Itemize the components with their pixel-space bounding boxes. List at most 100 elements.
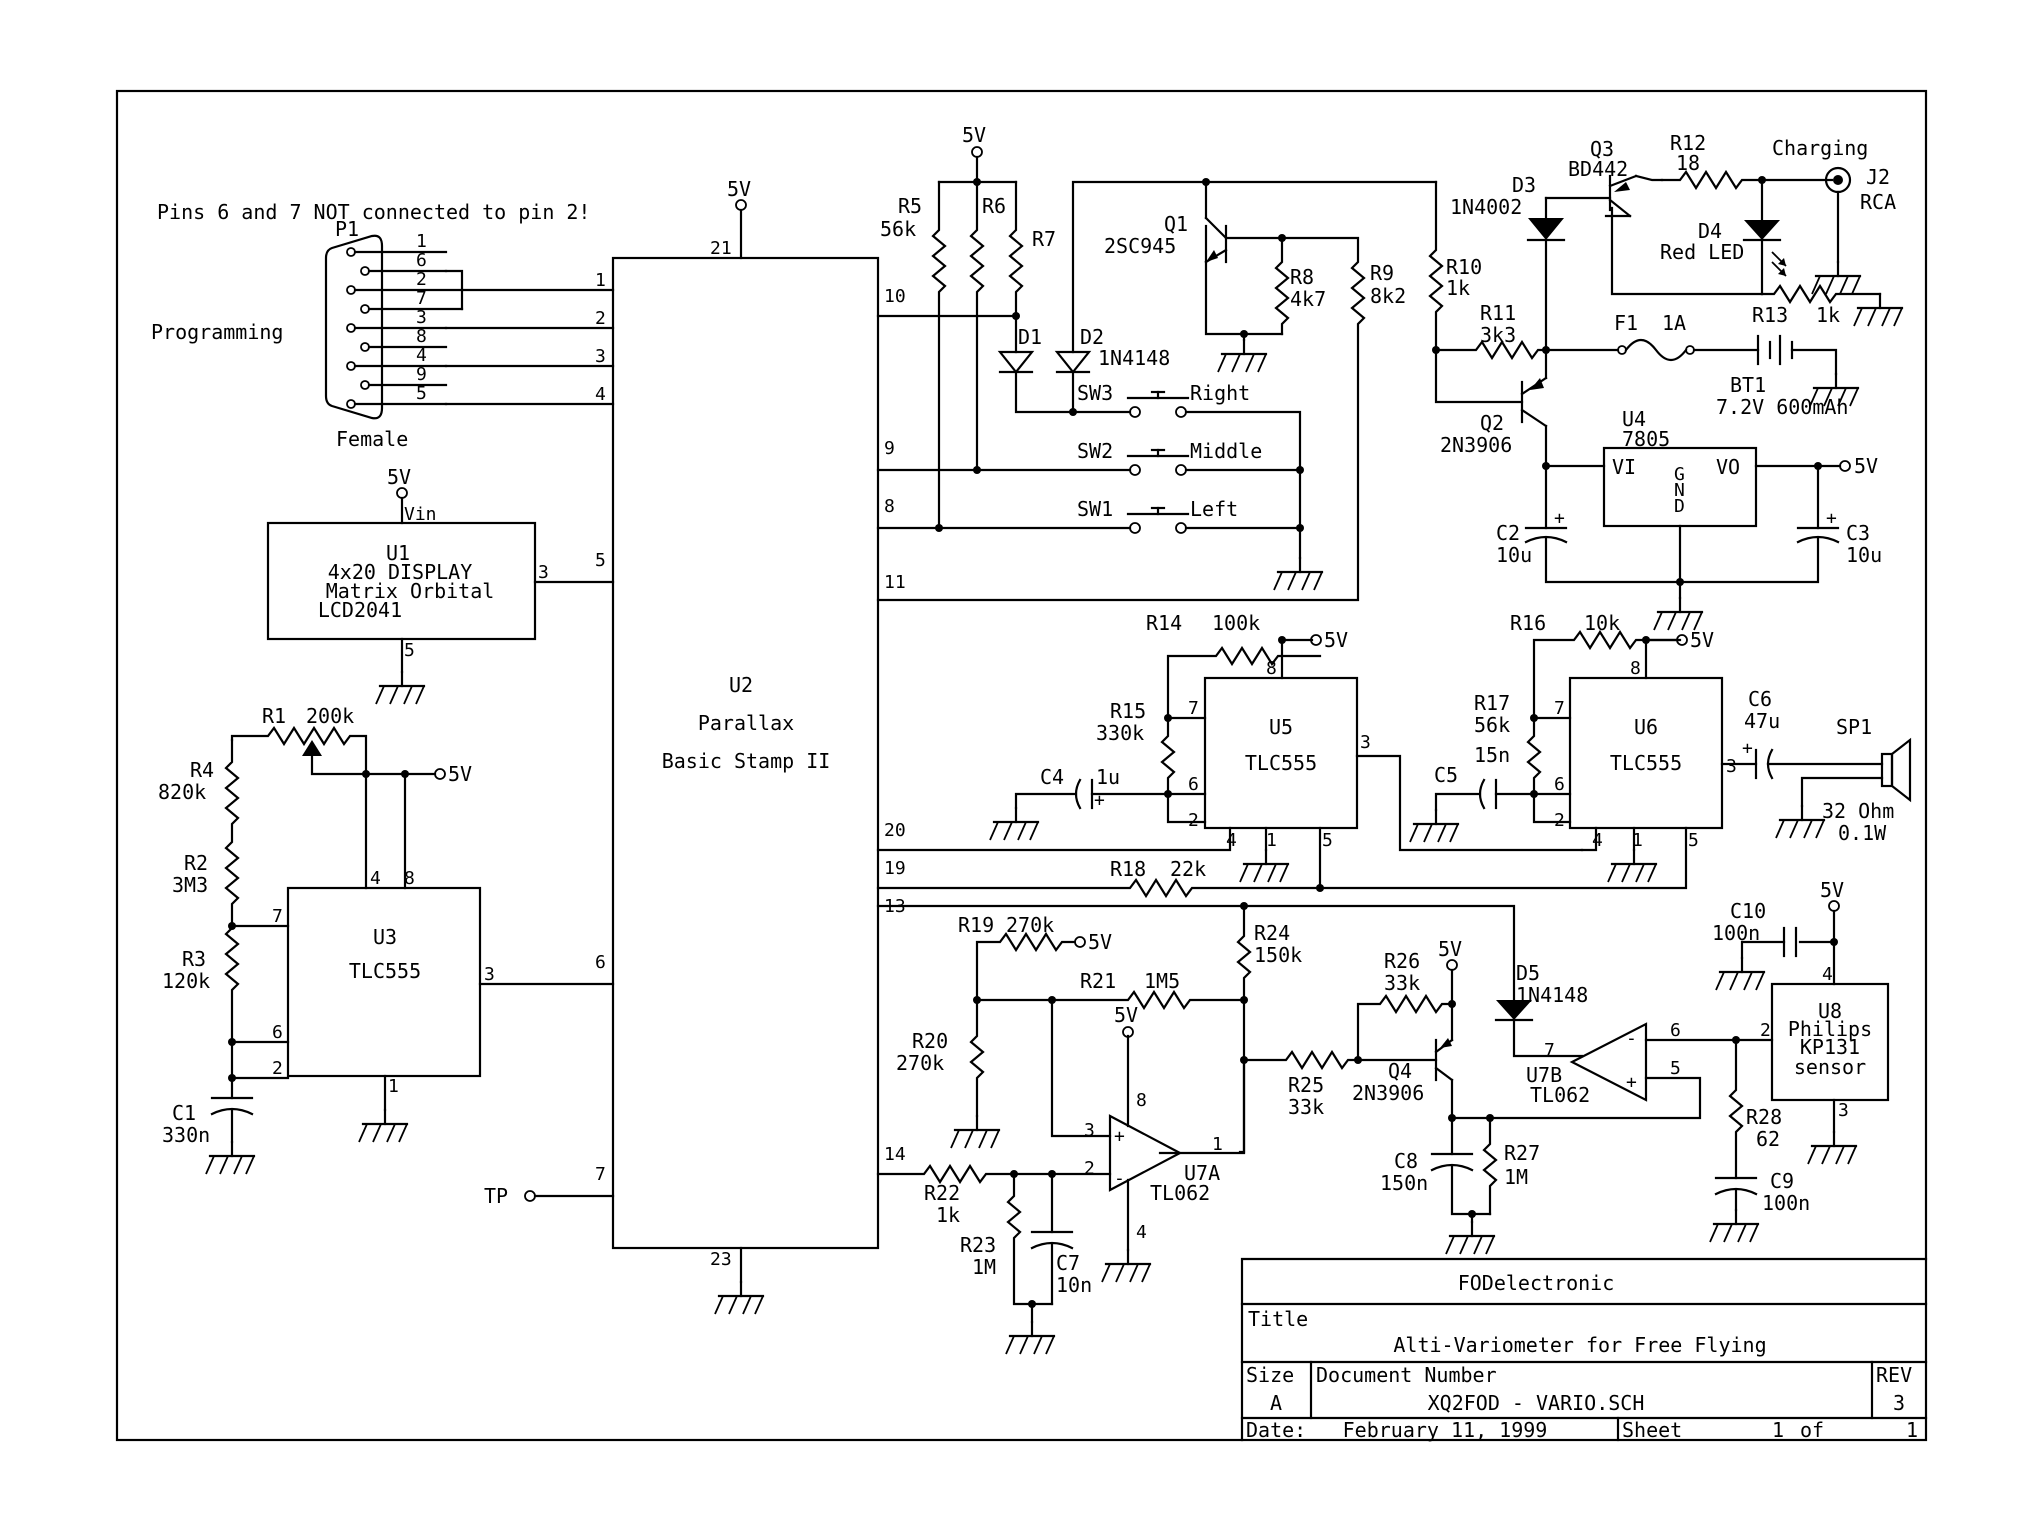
programming-note: Pins 6 and 7 NOT connected to pin 2! [157,200,590,224]
u7b-ref: U7B [1526,1063,1562,1087]
u2-line2: Basic Stamp II [662,749,831,773]
u2-pin-2: 2 [595,308,606,329]
u4-n-label: N [1674,480,1685,501]
c2-plus: + [1554,508,1565,529]
r7-ref: R7 [1032,227,1056,251]
p1-name: Programming [151,320,283,344]
u2-line1: Parallax [698,711,794,735]
u6-pin-8: 8 [1630,658,1641,679]
c2-ref: C2 [1496,521,1520,545]
u5-pin-7: 7 [1188,698,1199,719]
p1-pin-5: 5 [416,383,427,404]
c1-ref: C1 [172,1101,196,1125]
u3-pin-4: 4 [370,868,381,889]
r27-ref: R27 [1504,1141,1540,1165]
c7-ref: C7 [1056,1251,1080,1275]
schematic-title: Alti-Variometer for Free Flying [1393,1333,1766,1357]
q4-ref: Q4 [1388,1059,1412,1083]
u6-timer: U6 TLC555 8 7 6 2 3 4 1 5 [1554,658,1737,851]
r16-ref: R16 [1510,611,1546,635]
r17-val: 56k [1474,713,1510,737]
u4-5v-label: 5V [1854,454,1878,478]
r15-ref: R15 [1110,699,1146,723]
u2-pin-5: 5 [595,550,606,571]
u7b-opamp: - + U7B TL062 6 5 7 [1526,1020,1681,1107]
rail-5v-label: 5V [962,123,986,147]
u3-5v-label: 5V [448,762,472,786]
q4-val: 2N3906 [1352,1081,1424,1105]
u5-pin-4: 4 [1226,830,1237,851]
r25-val: 33k [1288,1095,1324,1119]
c6-ref: C6 [1748,687,1772,711]
sp1-ref: SP1 [1836,715,1872,739]
r6-ref: R6 [982,194,1006,218]
r8-ref: R8 [1290,265,1314,289]
bt1-val: 7.2V 600mAh [1716,395,1848,419]
u8-pin-3: 3 [1838,1100,1849,1121]
r23-val: 1M [972,1255,996,1279]
sw1-ref: SW1 [1077,497,1113,521]
r14-val: 100k [1212,611,1260,635]
r10-ref: R10 [1446,255,1482,279]
u3-name: TLC555 [349,959,421,983]
d3-val: 1N4002 [1450,195,1522,219]
r12-ref: R12 [1670,131,1706,155]
r16-val: 10k [1584,611,1620,635]
p1-pin-6: 6 [416,250,427,271]
r4-val: 820k [158,780,206,804]
u4-ref: U4 [1622,407,1646,431]
u7b-name: TL062 [1530,1083,1590,1107]
u2-pin-11: 11 [884,572,906,593]
u7a-minus: - [1114,1168,1125,1189]
u7a-plus: + [1114,1126,1125,1147]
p1-gender: Female [336,427,408,451]
r19-ref: R19 [958,913,994,937]
u3-pin-7: 7 [272,906,283,927]
u6-name: TLC555 [1610,751,1682,775]
f1-val: 1A [1662,311,1686,335]
q1-ref: Q1 [1164,212,1188,236]
p1-pin-1: 1 [416,231,427,252]
d4-val: Red LED [1660,240,1744,264]
u8-ref: U8 [1818,999,1842,1023]
r13-ref: R13 [1752,303,1788,327]
bt1-ref: BT1 [1730,373,1766,397]
u7a-opamp: + - U7A TL062 3 2 1 8 4 [1084,1090,1223,1243]
tp-ref: TP [484,1184,508,1208]
c8-ref: C8 [1394,1149,1418,1173]
u1-line1: 4x20 DISPLAY [328,560,473,584]
u5-timer: U5 TLC555 8 7 6 2 3 4 1 5 [1188,658,1371,851]
r13-val: 1k [1816,303,1840,327]
u2-pin-20: 20 [884,820,906,841]
j2-ref: J2 [1866,165,1890,189]
d4-ref: D4 [1698,219,1722,243]
r23-ref: R23 [960,1233,996,1257]
u5-pin-6: 6 [1188,774,1199,795]
c1-val: 330n [162,1123,210,1147]
u2-pin-14: 14 [884,1144,906,1165]
u1-ref: U1 [386,541,410,565]
u4-vo-label: VO [1716,455,1740,479]
c8-val: 150n [1380,1171,1428,1195]
u5-ref: U5 [1269,715,1293,739]
j2-val: RCA [1860,190,1896,214]
docnum-value: XQ2FOD - VARIO.SCH [1428,1391,1645,1415]
u2-ref: U2 [729,673,753,697]
r9-ref: R9 [1370,261,1394,285]
u2-pin-23: 23 [710,1249,732,1270]
u1-pin-5: 5 [404,640,415,661]
d1-ref: D1 [1018,325,1042,349]
u7a-pin-1: 1 [1212,1134,1223,1155]
u8-line2: KP131 [1800,1035,1860,1059]
u7b-pin-7: 7 [1544,1040,1555,1061]
u8-line3: sensor [1794,1055,1866,1079]
c9-val: 100n [1762,1191,1810,1215]
r5-val: 56k [880,217,916,241]
u4-name: 7805 [1622,427,1670,451]
u7a-ref: U7A [1184,1161,1220,1185]
u4-vi-label: VI [1612,455,1636,479]
u1-line2: Matrix Orbital [326,579,495,603]
r19-5v-label: 5V [1088,930,1112,954]
sw1-label: Left [1190,497,1238,521]
